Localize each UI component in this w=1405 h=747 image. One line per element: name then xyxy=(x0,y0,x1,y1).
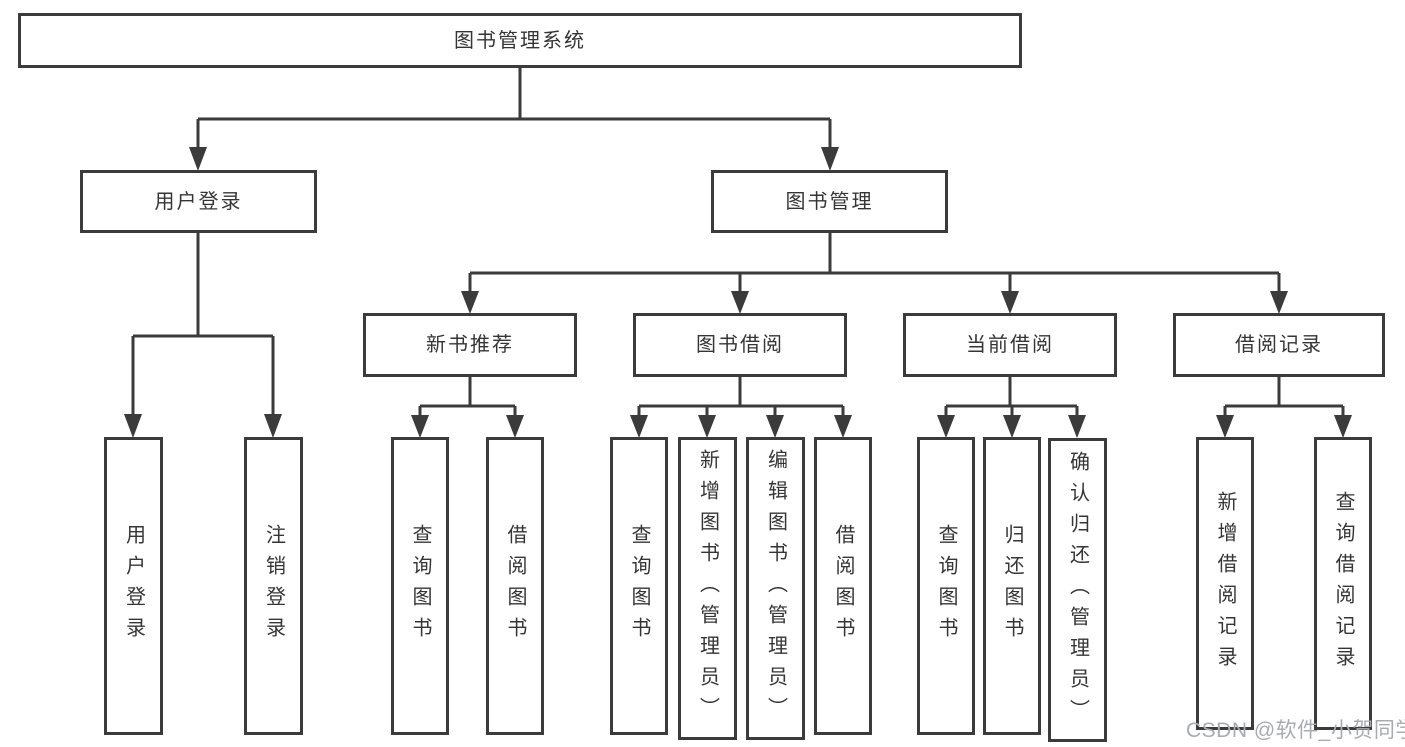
node-book-management: 图书管理 xyxy=(711,170,948,233)
leaf-bb-borrow-book: 借阅图书 xyxy=(814,437,872,735)
leaf-nb-borrow-book: 借阅图书 xyxy=(486,437,544,735)
node-new-book-recommend: 新书推荐 xyxy=(363,313,577,377)
leaf-br-query-record: 查询借阅记录 xyxy=(1314,437,1372,730)
leaf-cb-confirm-return: 确认归还（管理员） xyxy=(1048,438,1107,742)
node-borrow-record: 借阅记录 xyxy=(1173,313,1385,377)
leaf-bb-add-book: 新增图书（管理员） xyxy=(678,437,737,740)
leaf-bb-edit-book: 编辑图书（管理员） xyxy=(746,437,805,740)
node-user-login: 用户登录 xyxy=(80,170,317,233)
leaf-user-login: 用户登录 xyxy=(104,437,163,735)
leaf-bb-query-book: 查询图书 xyxy=(610,437,668,735)
node-book-borrow: 图书借阅 xyxy=(633,313,847,377)
node-current-borrow: 当前借阅 xyxy=(903,313,1117,377)
leaf-br-add-record: 新增借阅记录 xyxy=(1196,437,1254,730)
watermark: CSDN @软件_小贺同学 xyxy=(1186,719,1405,742)
node-root: 图书管理系统 xyxy=(18,13,1022,68)
leaf-logout: 注销登录 xyxy=(244,437,303,735)
leaf-cb-query-book: 查询图书 xyxy=(917,437,975,735)
leaf-nb-query-book: 查询图书 xyxy=(391,437,449,735)
leaf-cb-return-book: 归还图书 xyxy=(983,437,1041,735)
